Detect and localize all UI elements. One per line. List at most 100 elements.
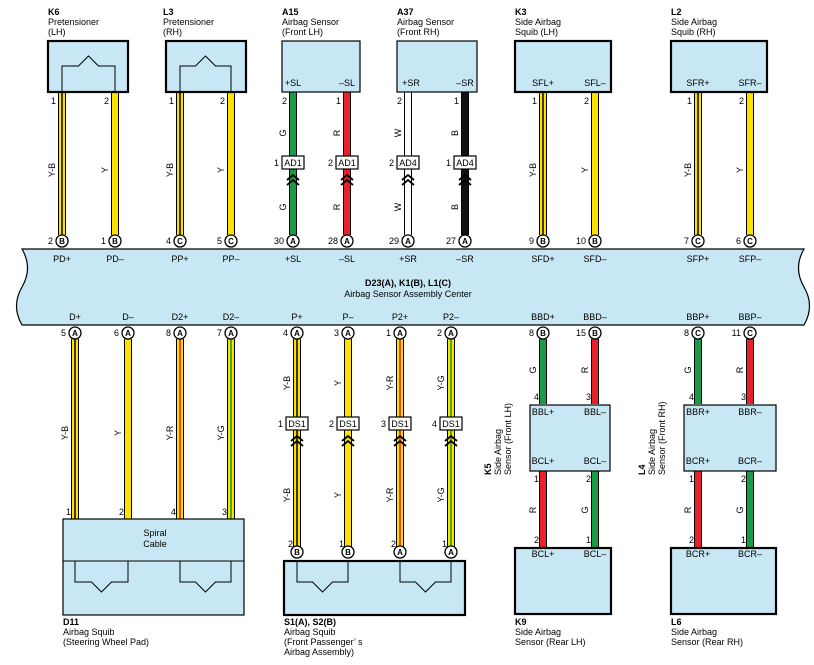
pin-number: 1 [386, 328, 391, 338]
inline-connector-name: AD4 [399, 158, 417, 168]
terminal-label: P2+ [392, 312, 408, 322]
pin-number: 15 [576, 328, 586, 338]
pin-number: 30 [274, 236, 284, 246]
chevron-icon [340, 173, 354, 181]
pin-number: 2 [586, 474, 591, 484]
connector-circle [286, 234, 300, 248]
pin-number: 2 [288, 539, 293, 549]
connector-letter: C [228, 237, 234, 246]
box-pin-label: BBR– [738, 407, 762, 417]
wire-color-label: Y-G [436, 375, 446, 390]
chevron-icon [341, 439, 355, 447]
chevron-icon [458, 178, 472, 186]
pin-number: 2 [391, 539, 396, 549]
connector-circle [55, 234, 69, 248]
chevron-icon [458, 173, 472, 181]
component-side: Squib (LH) [515, 27, 558, 37]
chevron-icon [290, 434, 304, 442]
inline-pin: 2 [329, 419, 334, 429]
terminal-label: SFD– [583, 254, 606, 264]
side-airbag-sensor-rear-lh-box [513, 546, 613, 616]
connector-letter: C [695, 329, 701, 338]
wire-color-label: R [332, 129, 342, 136]
connector-circle [290, 545, 304, 559]
center-name: Airbag Sensor Assembly Center [344, 289, 472, 299]
box-pin-label: –SR [456, 78, 474, 88]
wire-color-label: W [393, 202, 403, 211]
pin-number: 8 [529, 328, 534, 338]
pin-number: 7 [217, 328, 222, 338]
terminal-label: –SR [456, 254, 474, 264]
pin-number: 6 [736, 236, 741, 246]
component-code: K9 [515, 617, 527, 627]
inline-connector-name: DS1 [391, 419, 409, 429]
component-name: Airbag Assembly) [284, 647, 354, 657]
connector-letter: A [397, 329, 403, 338]
pin-number: 1 [336, 96, 341, 106]
box-pin-label: –SL [339, 78, 355, 88]
connector-letter: A [344, 237, 350, 246]
pin-number: 2 [739, 96, 744, 106]
pin-number: 1 [442, 539, 447, 549]
box-pin-label: BCL+ [532, 549, 555, 559]
connector-circle [743, 326, 757, 340]
wire-color-label: Y-R [165, 425, 175, 440]
terminal-label: P+ [291, 312, 302, 322]
pin-number: 6 [114, 328, 119, 338]
box-pin-label: BBL+ [532, 407, 554, 417]
component-name: Pretensioner [163, 17, 214, 27]
inline-connector-name: AD4 [456, 158, 474, 168]
pin-number: 1 [741, 535, 746, 545]
inline-pin: 1 [274, 158, 279, 168]
component-code: K3 [515, 7, 527, 17]
wire-color-label: G [580, 506, 590, 513]
airbag-squib-passenger-box [282, 559, 467, 617]
pin-number: 2 [119, 507, 124, 517]
pin-number: 28 [328, 236, 338, 246]
component-name: Side Airbag [515, 17, 561, 27]
box-pin-label: SFL+ [532, 78, 554, 88]
wire-color-label: G [278, 203, 288, 210]
component-name: Airbag Squib [63, 627, 115, 637]
terminal-label: SFP+ [687, 254, 710, 264]
pin-number: 5 [61, 328, 66, 338]
wire-color-label: Y-R [385, 487, 395, 502]
box-pin-label: BCR+ [686, 456, 710, 466]
component-name: Airbag Squib [284, 627, 336, 637]
wires-layer [58, 92, 754, 551]
pin-number: 9 [529, 236, 534, 246]
component-side: (Front LH) [282, 27, 323, 37]
wire-color-label: G [278, 129, 288, 136]
component-code: S1(A), S2(B) [284, 617, 336, 627]
center-code: D23(A), K1(B), L1(C) [365, 278, 451, 288]
wire-color-label: R [528, 506, 538, 513]
connector-letter: A [462, 237, 468, 246]
terminal-label: +SL [285, 254, 301, 264]
box-pin-label: +SR [402, 78, 420, 88]
inline-connector-name: DS1 [339, 419, 357, 429]
wire-color-label: Y-B [683, 163, 693, 177]
component-name: Pretensioner [48, 17, 99, 27]
component-name: Airbag Sensor [282, 17, 339, 27]
squib-symbol [74, 561, 129, 593]
connector-letter: C [747, 237, 753, 246]
squib-symbol [179, 55, 232, 92]
inline-connector-name: DS1 [442, 419, 460, 429]
pin-number: 8 [684, 328, 689, 338]
chevron-icon [290, 439, 304, 447]
side-airbag-squib-lh-box [513, 39, 613, 94]
component-name: Side Airbag [671, 17, 717, 27]
connector-letter: B [592, 237, 598, 246]
component-name: (Steering Wheel Pad) [63, 637, 149, 647]
box-pin-label: BCR– [738, 456, 762, 466]
terminal-label: BBP– [738, 312, 761, 322]
terminal-label: P2– [443, 312, 459, 322]
terminal-label: D2– [223, 312, 240, 322]
pin-number: 2 [534, 535, 539, 545]
component-code: K5 [483, 463, 493, 475]
component-name: Sensor (Front RH) [657, 401, 667, 475]
inline-connector-name: AD1 [338, 158, 356, 168]
terminal-label: SFD+ [531, 254, 554, 264]
box-pin-label: BBR+ [686, 407, 710, 417]
connector-circle [224, 234, 238, 248]
